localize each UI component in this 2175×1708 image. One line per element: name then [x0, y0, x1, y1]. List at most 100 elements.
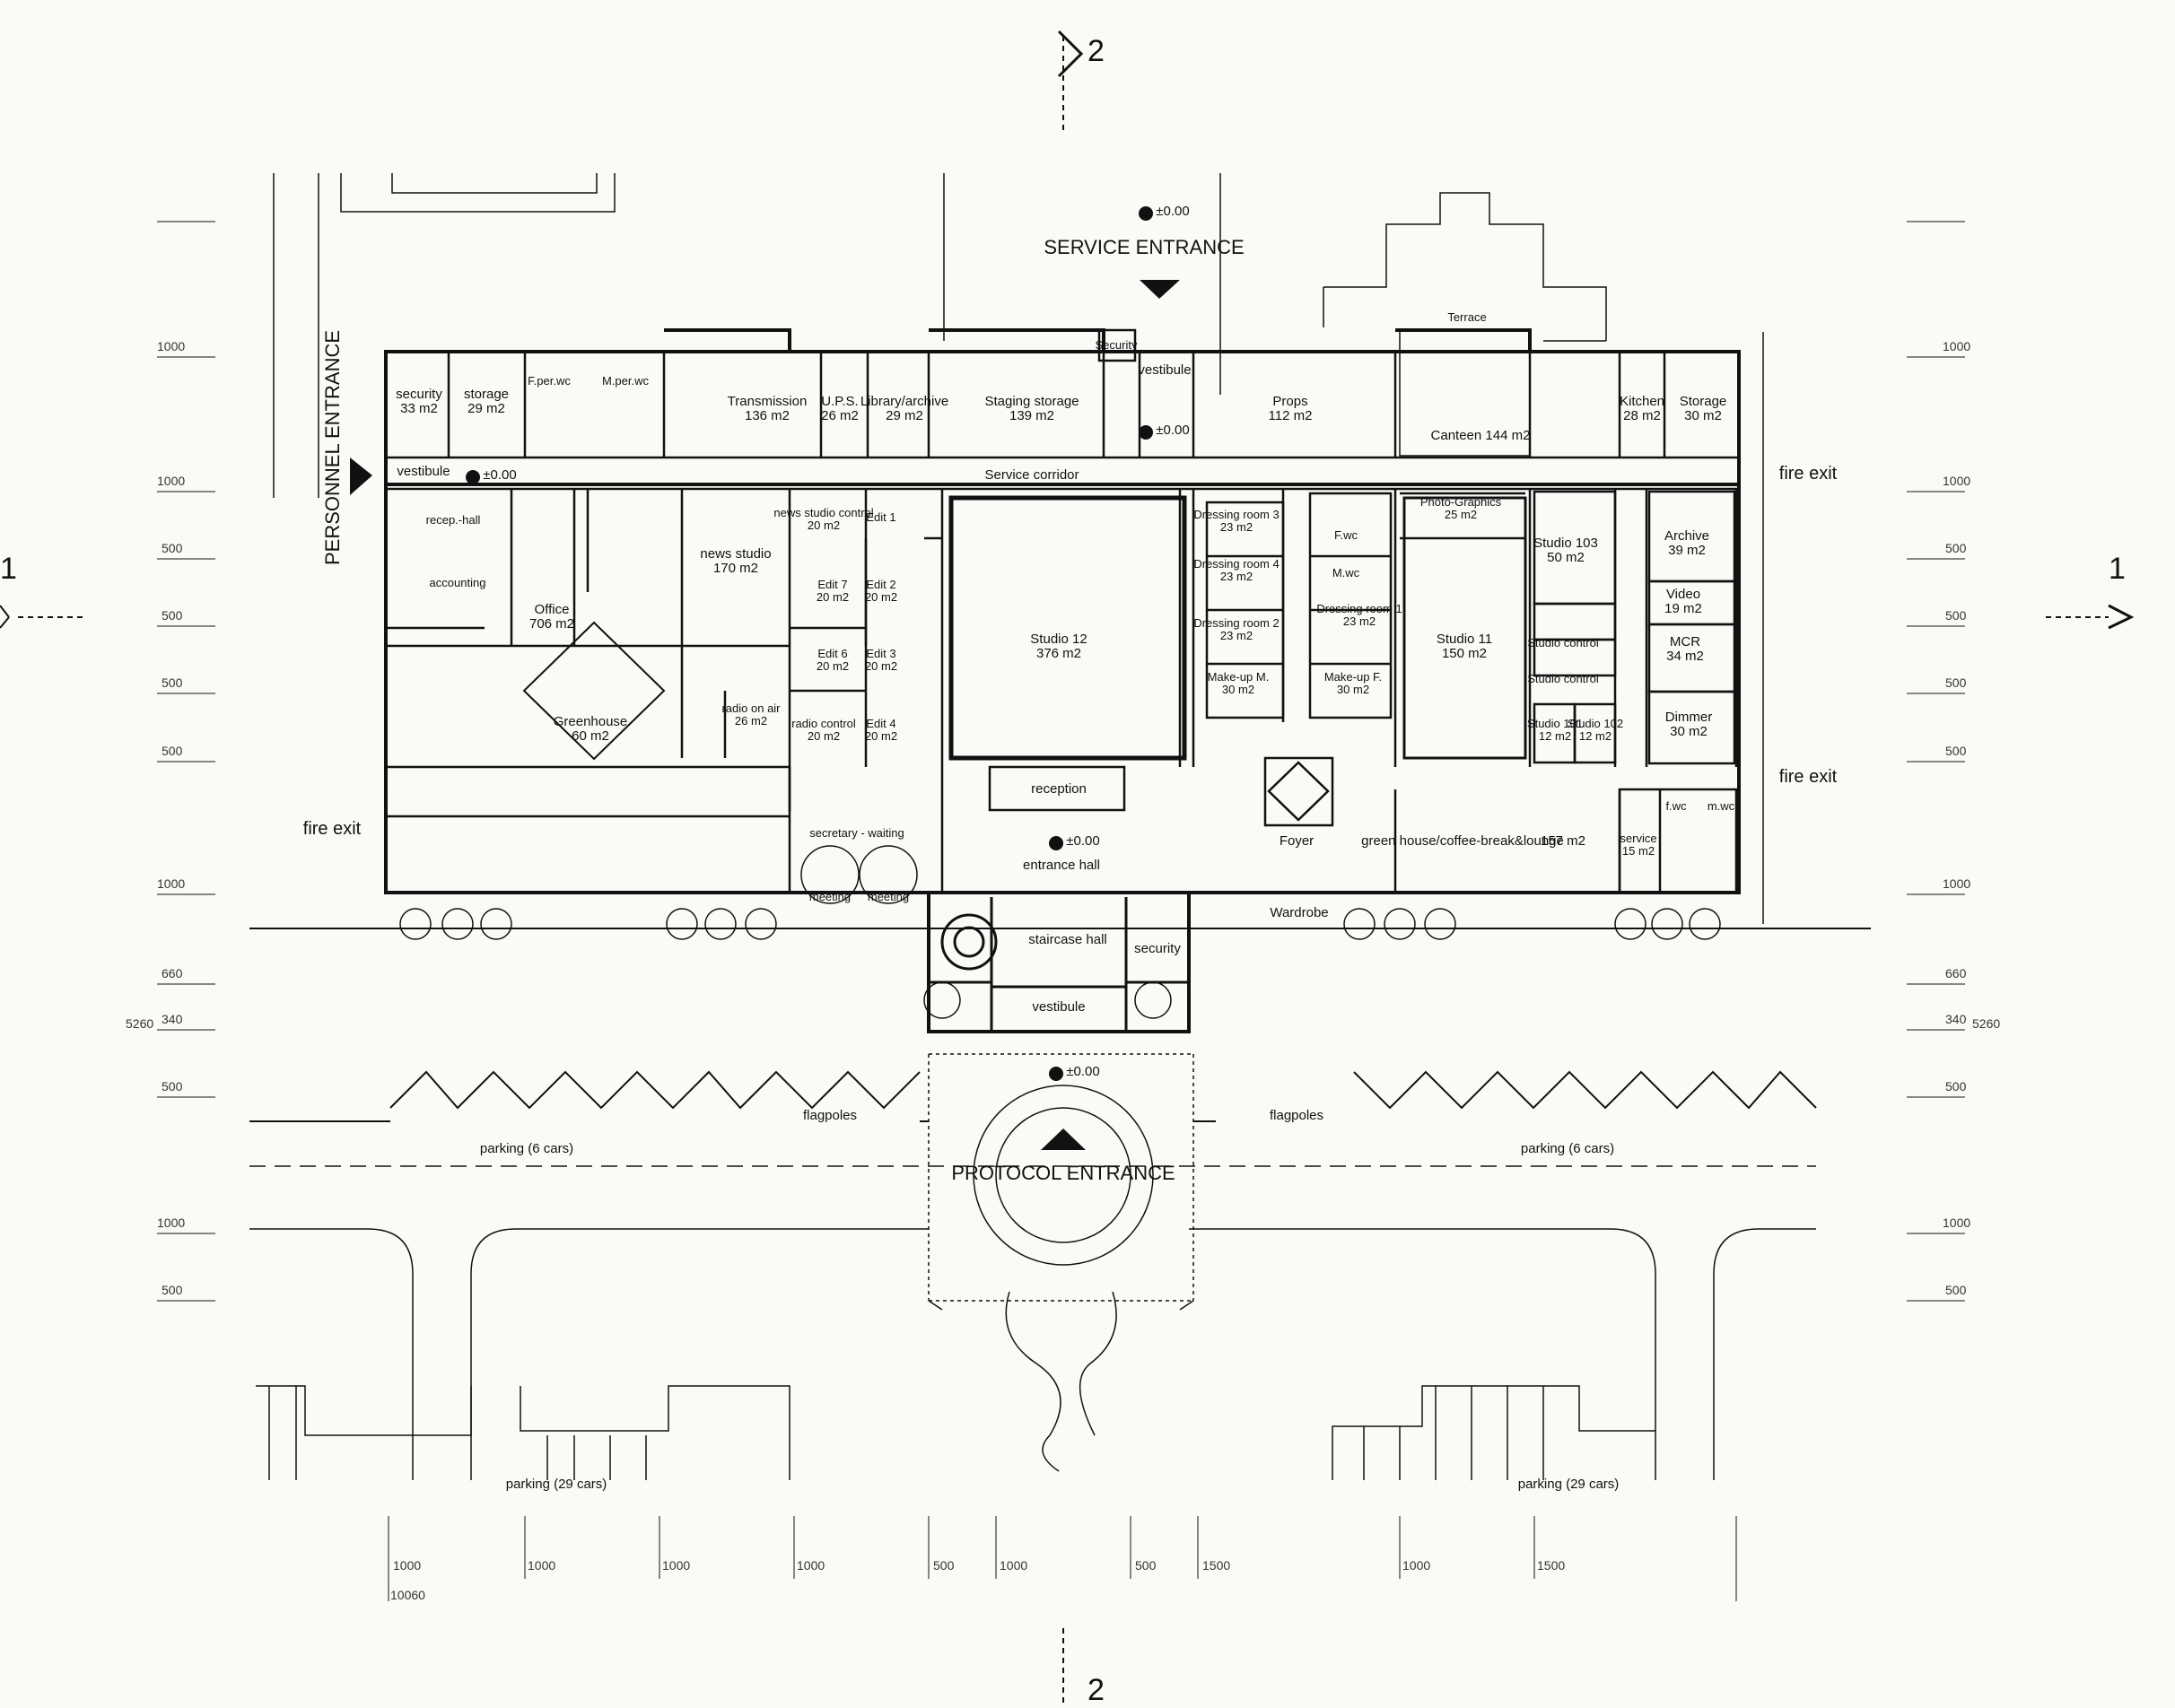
fire-exit-se: fire exit	[1778, 767, 1838, 787]
dim-left-7: 1000	[157, 876, 186, 891]
dimension-lines-left	[157, 221, 1965, 1601]
room-vestibule-front: vestibule	[1032, 999, 1086, 1015]
room-staircase-hall: staircase hall	[1028, 932, 1107, 947]
room-f-wc: F.wc	[1334, 528, 1358, 542]
dim-left-2: 1000	[157, 474, 186, 488]
section-markers	[0, 30, 2135, 1703]
dim-bottom-6: 1000	[1000, 1558, 1028, 1573]
room-security-front: security	[1134, 941, 1181, 956]
room-makeup-f: Make-up F.30 m2	[1323, 670, 1383, 696]
room-foyer: Foyer	[1279, 833, 1315, 849]
dim-bottom-1: 1000	[393, 1558, 422, 1573]
parking-6-east: parking (6 cars)	[1520, 1141, 1615, 1156]
level-mark-service: ±0.00	[1156, 204, 1190, 219]
trees	[399, 845, 1721, 1019]
room-canteen: Canteen 144 m2	[1430, 428, 1531, 443]
room-secretary: secretary - waiting	[809, 826, 904, 840]
room-f-wc-south: f.wc	[1665, 799, 1687, 813]
dim-left-6: 500	[162, 744, 183, 758]
dim-right-9: 340	[1945, 1012, 1967, 1026]
room-vestibule-personnel: vestibule	[397, 464, 450, 479]
room-greenhouse-lounge: green house/coffee-break&lounge	[1361, 833, 1564, 849]
dim-right-7: 1000	[1943, 876, 1971, 891]
parking-29-west: parking (29 cars)	[505, 1477, 607, 1492]
site-lines	[273, 173, 1764, 924]
room-f-per-wc: F.per.wc	[528, 374, 571, 388]
room-meeting-2: meeting	[867, 890, 910, 903]
protocol-entrance-label: PROTOCOL ENTRANCE	[951, 1162, 1175, 1184]
room-entrance-hall: entrance hall	[1023, 858, 1100, 873]
dim-left-total: 5260	[126, 1016, 154, 1031]
flagpoles-west: flagpoles	[802, 1108, 858, 1123]
room-ups: U.P.S.26 m2	[821, 394, 859, 423]
dim-bottom-total: 10060	[390, 1588, 425, 1602]
dim-left-9: 340	[162, 1012, 183, 1026]
level-mark-vestibule: ±0.00	[1156, 423, 1190, 438]
dim-right-total: 5260	[1972, 1016, 2001, 1031]
flagpoles-east: flagpoles	[1269, 1108, 1324, 1123]
protocol-path	[928, 1291, 1194, 1472]
entrance-arrows	[350, 206, 1180, 1150]
dim-bottom-2: 1000	[528, 1558, 556, 1573]
dim-bottom-3: 1000	[662, 1558, 691, 1573]
room-makeup-m: Make-up M.30 m2	[1207, 670, 1270, 696]
room-wardrobe: Wardrobe	[1270, 905, 1329, 920]
dim-left-12: 500	[162, 1283, 183, 1297]
fire-exit-w: fire exit	[302, 819, 362, 839]
room-meeting-1: meeting	[808, 890, 852, 903]
room-m-wc: M.wc	[1332, 566, 1360, 580]
dim-left-11: 1000	[157, 1216, 186, 1230]
room-security-small: Security	[1095, 338, 1138, 352]
dim-left-4: 500	[162, 608, 183, 623]
dim-right-8: 660	[1945, 966, 1967, 980]
dim-right-4: 500	[1945, 608, 1967, 623]
fire-exit-ne: fire exit	[1778, 464, 1838, 484]
dim-right-2: 1000	[1943, 474, 1971, 488]
dim-bottom-4: 1000	[797, 1558, 825, 1573]
dim-bottom-5: 500	[933, 1558, 955, 1573]
dim-bottom-7: 500	[1135, 1558, 1157, 1573]
dim-right-12: 500	[1945, 1283, 1967, 1297]
room-studio-control-1: Studio control	[1527, 636, 1599, 649]
personnel-entrance-label: PERSONNEL ENTRANCE	[321, 329, 344, 565]
section-mark-right: 1	[2109, 552, 2126, 586]
terrace-seating	[1323, 192, 1607, 457]
middle-rooms	[384, 487, 1739, 894]
level-mark-personnel: ±0.00	[483, 467, 517, 483]
room-reception: reception	[1031, 781, 1087, 797]
terrace-label: Terrace	[1447, 310, 1487, 324]
dim-right-11: 1000	[1943, 1216, 1971, 1230]
level-mark-protocol: ±0.00	[1066, 1064, 1100, 1079]
room-lounge-area: 157 m2	[1540, 833, 1586, 849]
dim-right-3: 500	[1945, 541, 1967, 555]
parking-6-west: parking (6 cars)	[479, 1141, 574, 1156]
room-recep-hall: recep.-hall	[425, 513, 481, 527]
room-accounting: accounting	[429, 576, 486, 589]
dim-right-6: 500	[1945, 744, 1967, 758]
room-studio-control-2: Studio control	[1527, 672, 1599, 685]
dim-left-8: 660	[162, 966, 183, 980]
dim-bottom-9: 1000	[1402, 1558, 1431, 1573]
